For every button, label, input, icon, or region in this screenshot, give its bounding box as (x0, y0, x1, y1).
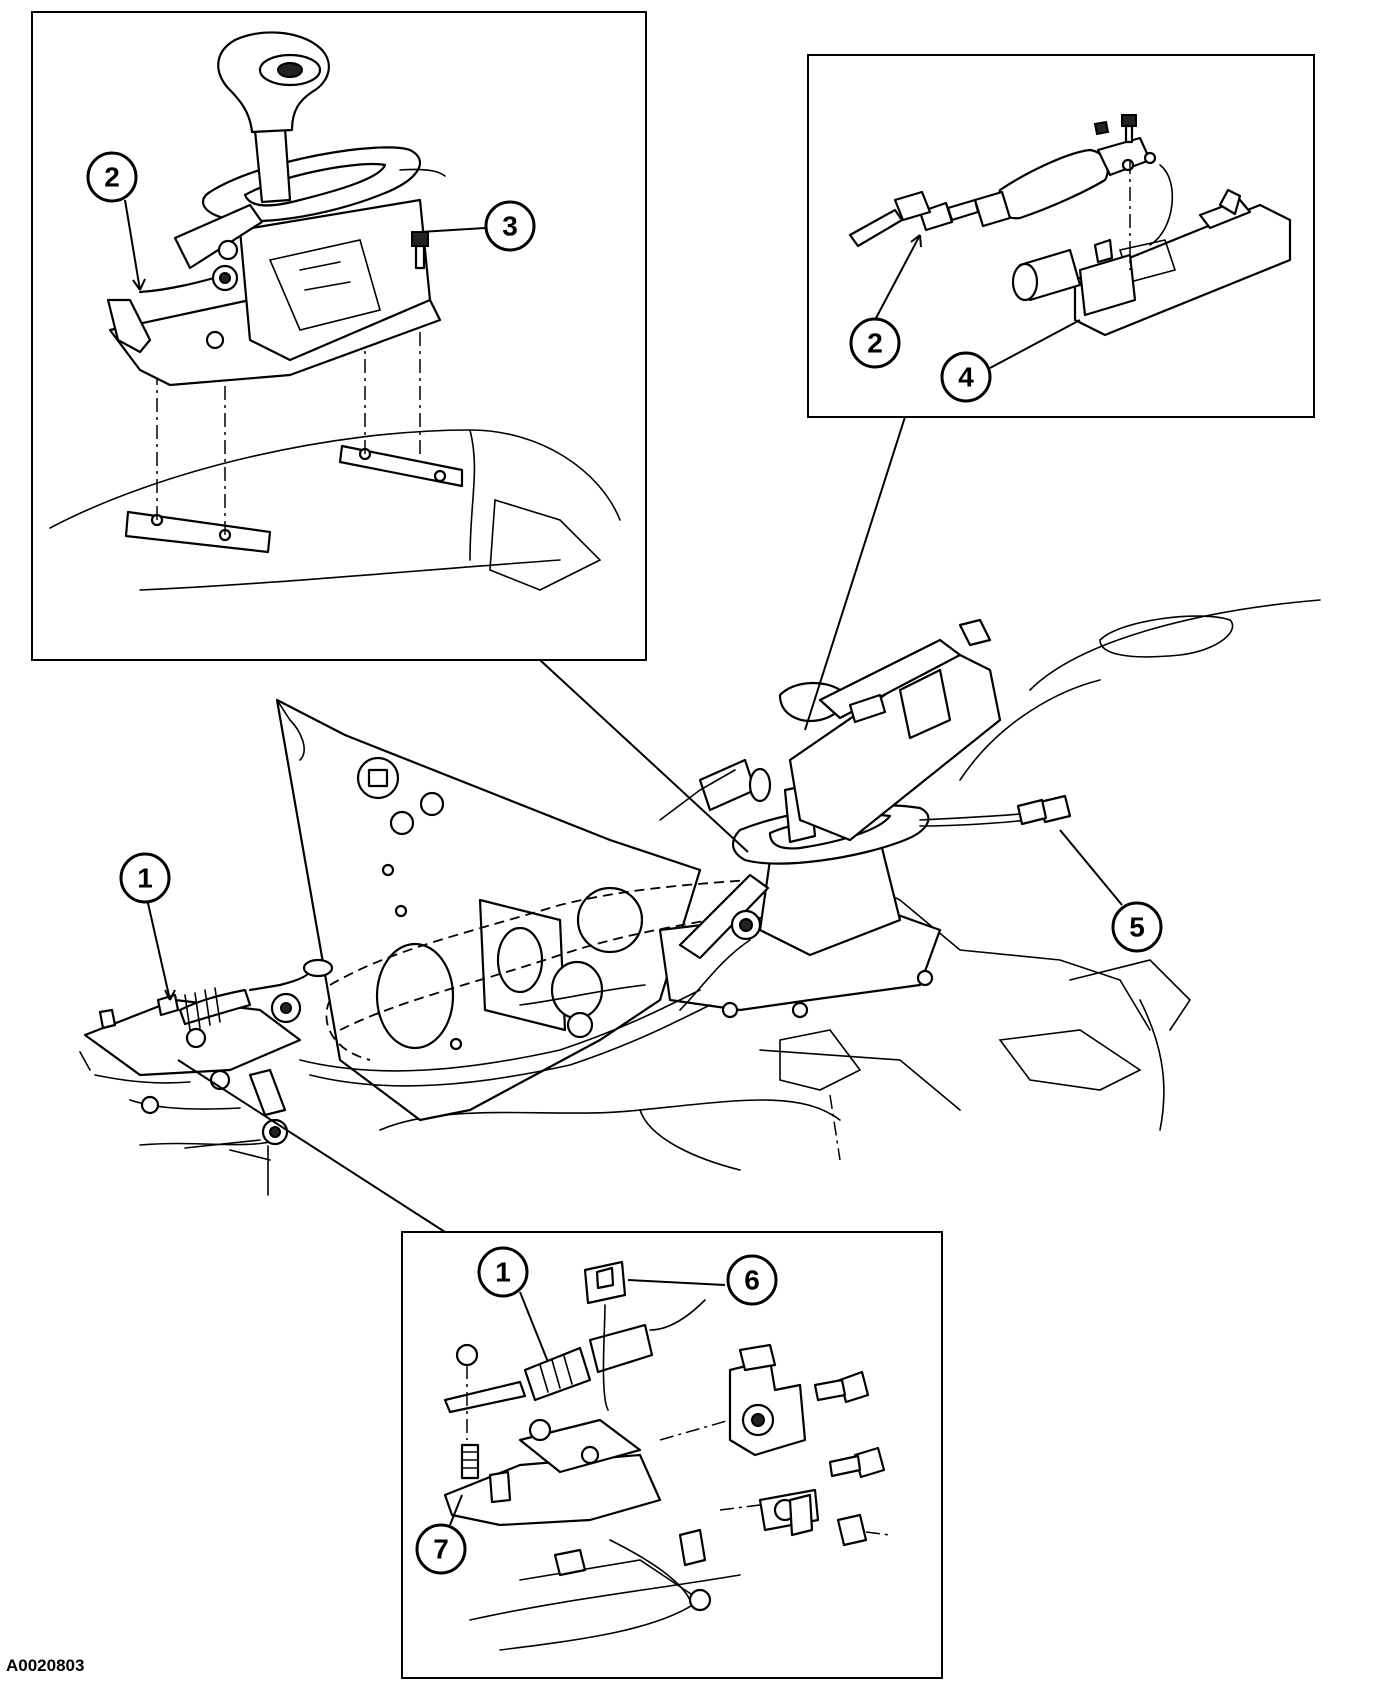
shift-lever (253, 126, 292, 204)
nut-icon (836, 1513, 868, 1547)
callout-2-interlock: 2 (849, 317, 901, 369)
mounting-plate-front (124, 510, 272, 554)
leader-lines (124, 199, 1123, 1526)
transmission-lever (443, 1453, 662, 1527)
callout-5: 5 (1111, 901, 1163, 953)
inset-interlock-connector (807, 54, 1315, 418)
interlock-solenoid (997, 148, 1109, 220)
shift-cable-icon (443, 1380, 527, 1414)
callout-label: 1 (495, 1257, 511, 1288)
bolt-icon (1121, 114, 1137, 127)
callout-label: 4 (958, 362, 974, 393)
callout-3: 3 (484, 200, 536, 252)
callout-label: 2 (104, 162, 120, 193)
callout-1-detail: 1 (477, 1246, 529, 1298)
figure-id: A0020803 (6, 1656, 85, 1675)
grommet-opening (375, 942, 455, 1050)
callout-label: 2 (867, 328, 883, 359)
callout-4: 4 (940, 351, 992, 403)
callout-label: 1 (137, 863, 153, 894)
bolt-icon (411, 231, 429, 247)
callout-1-main: 1 (119, 852, 171, 904)
main-view (79, 599, 1321, 1196)
callout-2-shifter: 2 (86, 151, 138, 203)
callout-6: 6 (726, 1254, 778, 1306)
callout-label: 5 (1129, 912, 1145, 943)
callout-label: 7 (433, 1534, 449, 1565)
callout-label: 6 (744, 1265, 760, 1296)
inset-cable-lever-attachment (401, 1231, 943, 1679)
callout-7: 7 (415, 1523, 467, 1575)
shift-cable-icon (519, 984, 646, 1006)
callout-label: 3 (502, 211, 518, 242)
inset-shifter-assembly (31, 11, 647, 661)
